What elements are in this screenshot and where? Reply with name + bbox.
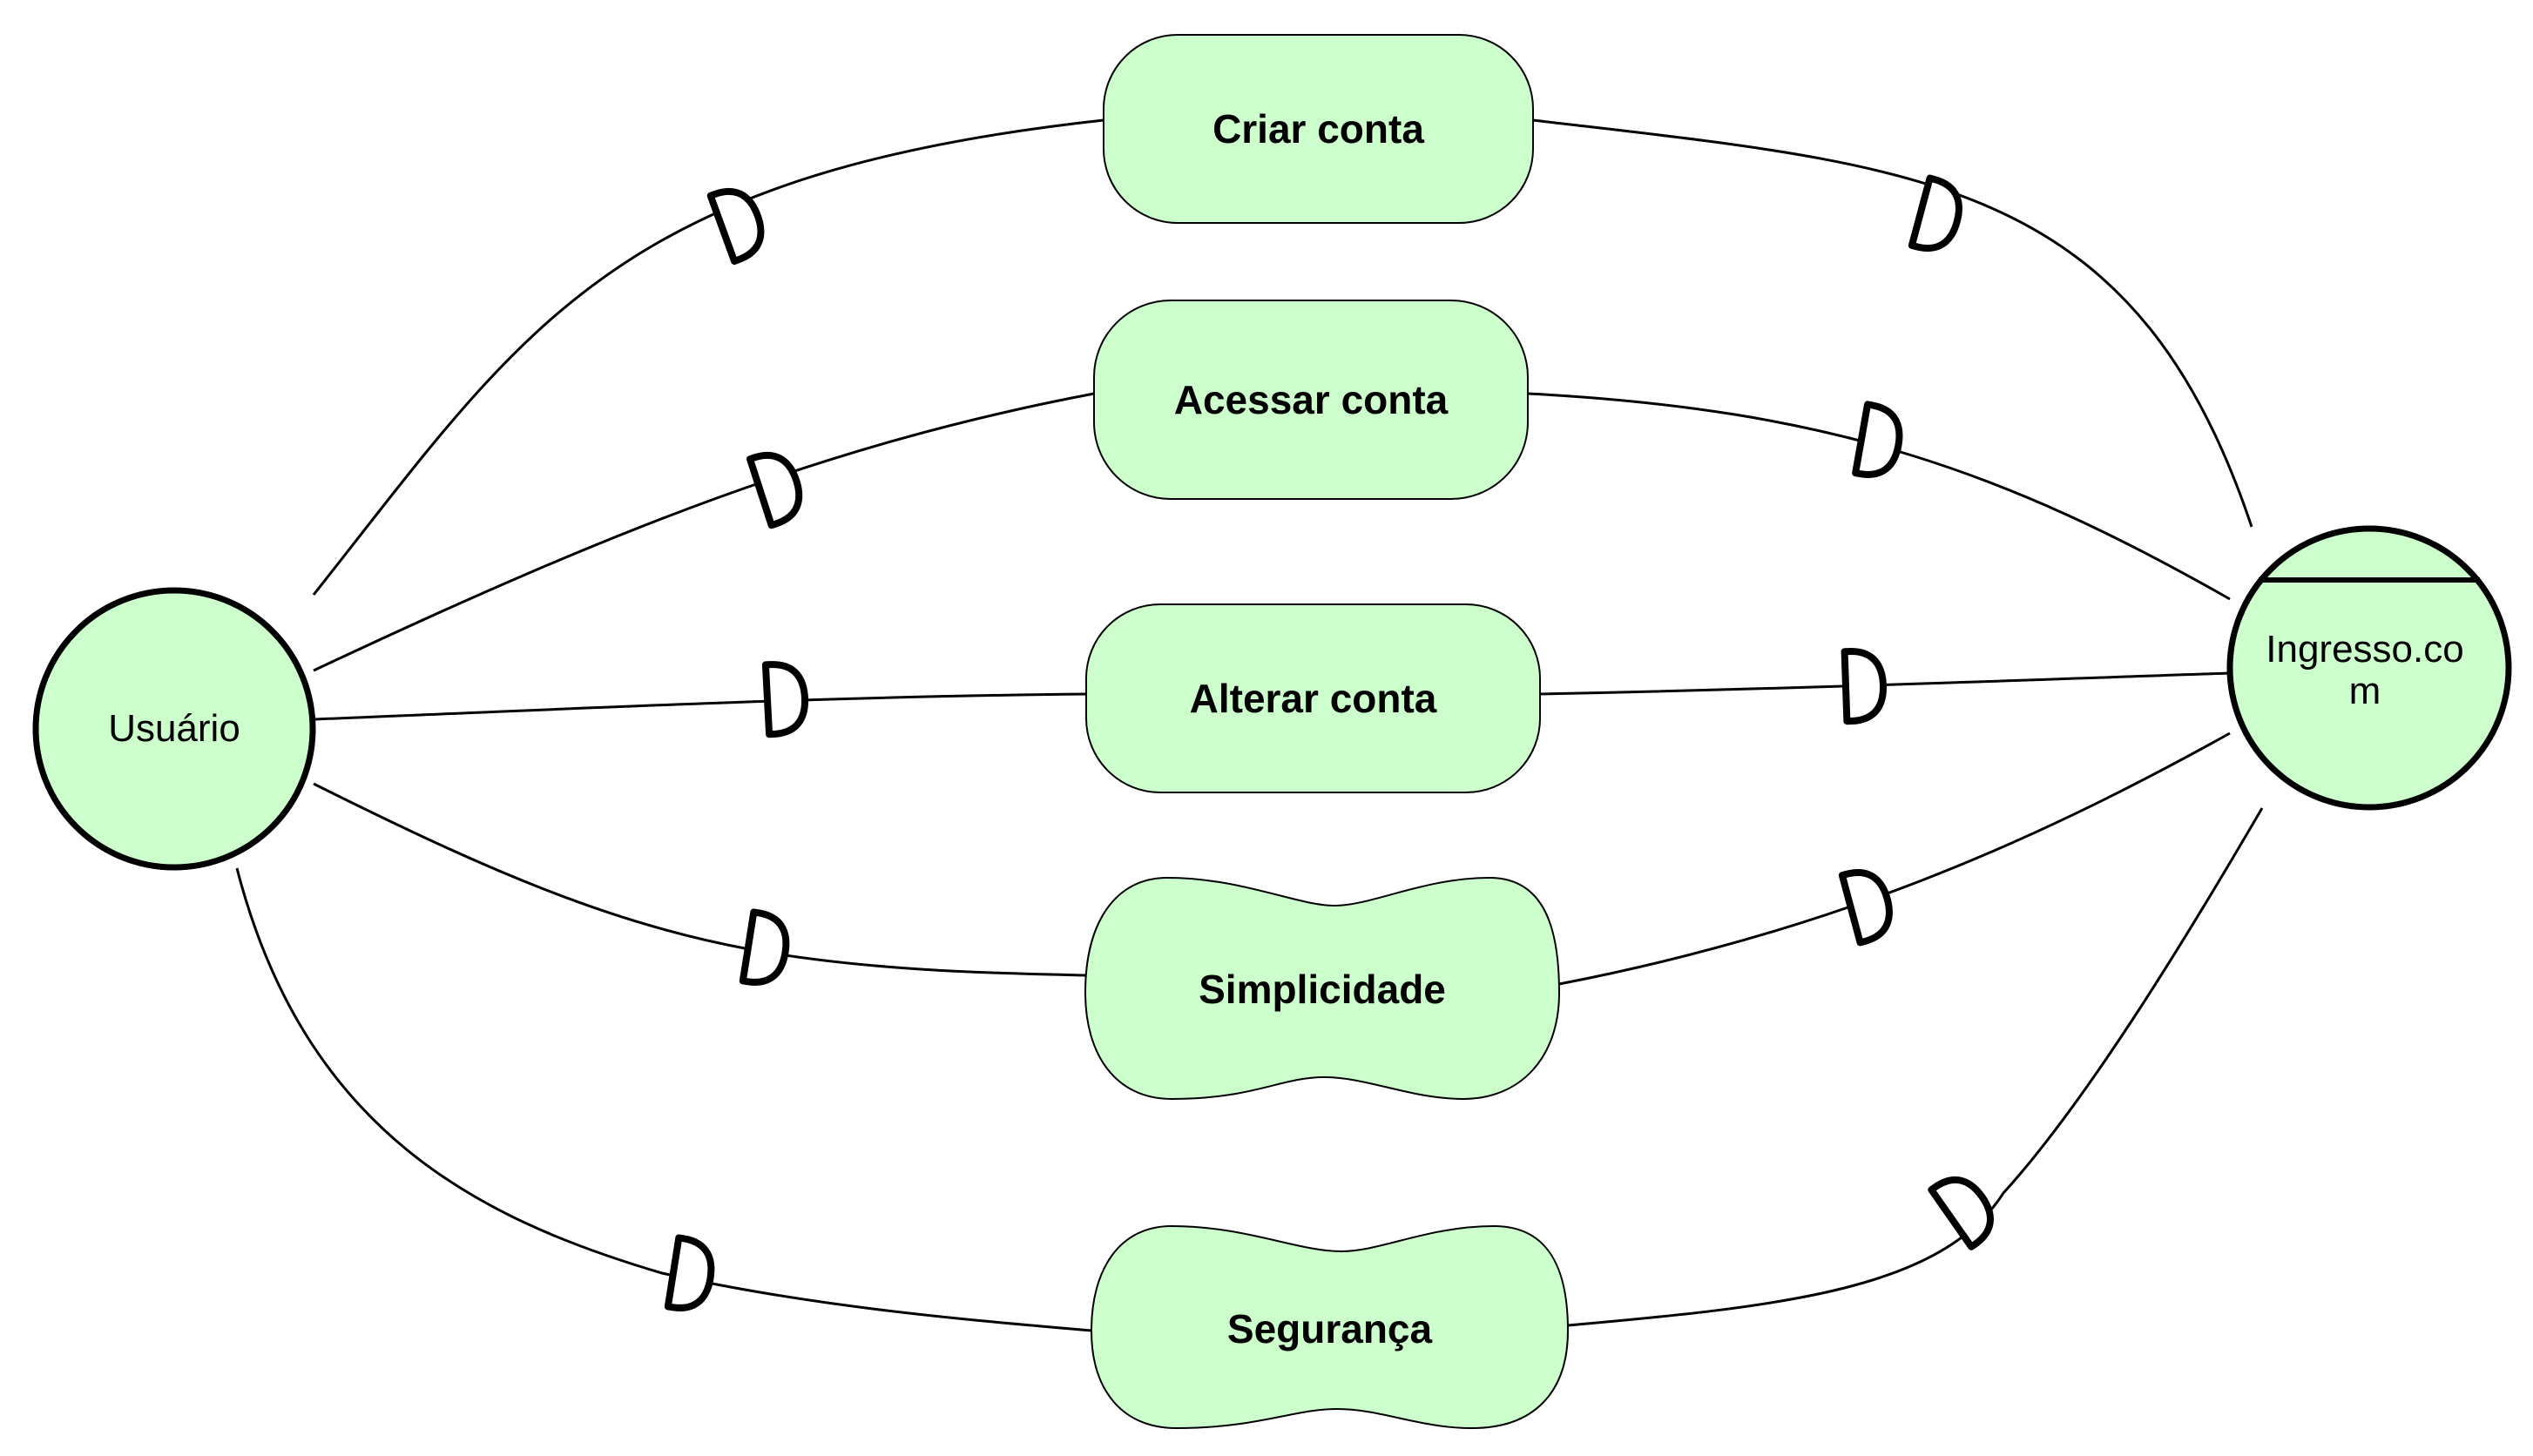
link-user-alterar-conta bbox=[314, 692, 1087, 721]
goals bbox=[1085, 34, 1541, 793]
link-user-criar-conta bbox=[312, 118, 1104, 596]
goal-alterar-conta-label: Alterar conta bbox=[1189, 676, 1437, 721]
dependency-marker-5 bbox=[761, 661, 808, 738]
link-user-simplicidade bbox=[313, 782, 1086, 977]
dependency-marker-6 bbox=[1841, 648, 1887, 725]
dependency-marker-10 bbox=[1928, 1176, 1994, 1250]
goal-alterar-conta-shape bbox=[1085, 603, 1541, 793]
link-acessar-conta-system bbox=[1527, 392, 2231, 601]
link-simplicidade-system bbox=[1558, 731, 2231, 986]
dependency-marker-3 bbox=[746, 451, 803, 529]
dependency-marker-8 bbox=[1838, 869, 1893, 947]
softgoal-simplicidade-label: Simplicidade bbox=[1199, 967, 1446, 1012]
actor-usuario-shape bbox=[32, 587, 316, 871]
dependency-links bbox=[235, 118, 2264, 1332]
actor-usuario-label: Usuário bbox=[108, 707, 240, 750]
dependency-marker-2 bbox=[1908, 174, 1962, 252]
dependency-markers bbox=[664, 174, 1994, 1311]
link-user-seguranca bbox=[235, 867, 1092, 1332]
dependency-marker-4 bbox=[1852, 401, 1903, 478]
goal-acessar-conta-label: Acessar conta bbox=[1173, 377, 1449, 422]
dependency-marker-1 bbox=[706, 187, 765, 265]
softgoals bbox=[1084, 876, 1570, 1430]
dependency-marker-7 bbox=[739, 908, 790, 986]
dependency-marker-9 bbox=[664, 1234, 715, 1311]
goal-acessar-conta-shape bbox=[1093, 300, 1529, 500]
softgoal-simplicidade-shape bbox=[1084, 876, 1561, 1101]
link-alterar-conta-system bbox=[1539, 671, 2231, 696]
actor-ingresso-shape bbox=[2226, 525, 2512, 811]
link-user-acessar-conta bbox=[313, 392, 1095, 672]
link-seguranca-system bbox=[1567, 807, 2264, 1327]
goal-criar-conta-label: Criar conta bbox=[1212, 106, 1424, 152]
softgoal-seguranca-label: Segurança bbox=[1226, 1306, 1433, 1352]
actor-ingresso-label: Ingresso.co m bbox=[2266, 628, 2464, 712]
softgoal-seguranca-shape bbox=[1090, 1224, 1570, 1430]
actors bbox=[32, 525, 2512, 871]
link-criar-conta-system bbox=[1532, 118, 2253, 528]
goal-criar-conta-shape bbox=[1103, 34, 1534, 224]
